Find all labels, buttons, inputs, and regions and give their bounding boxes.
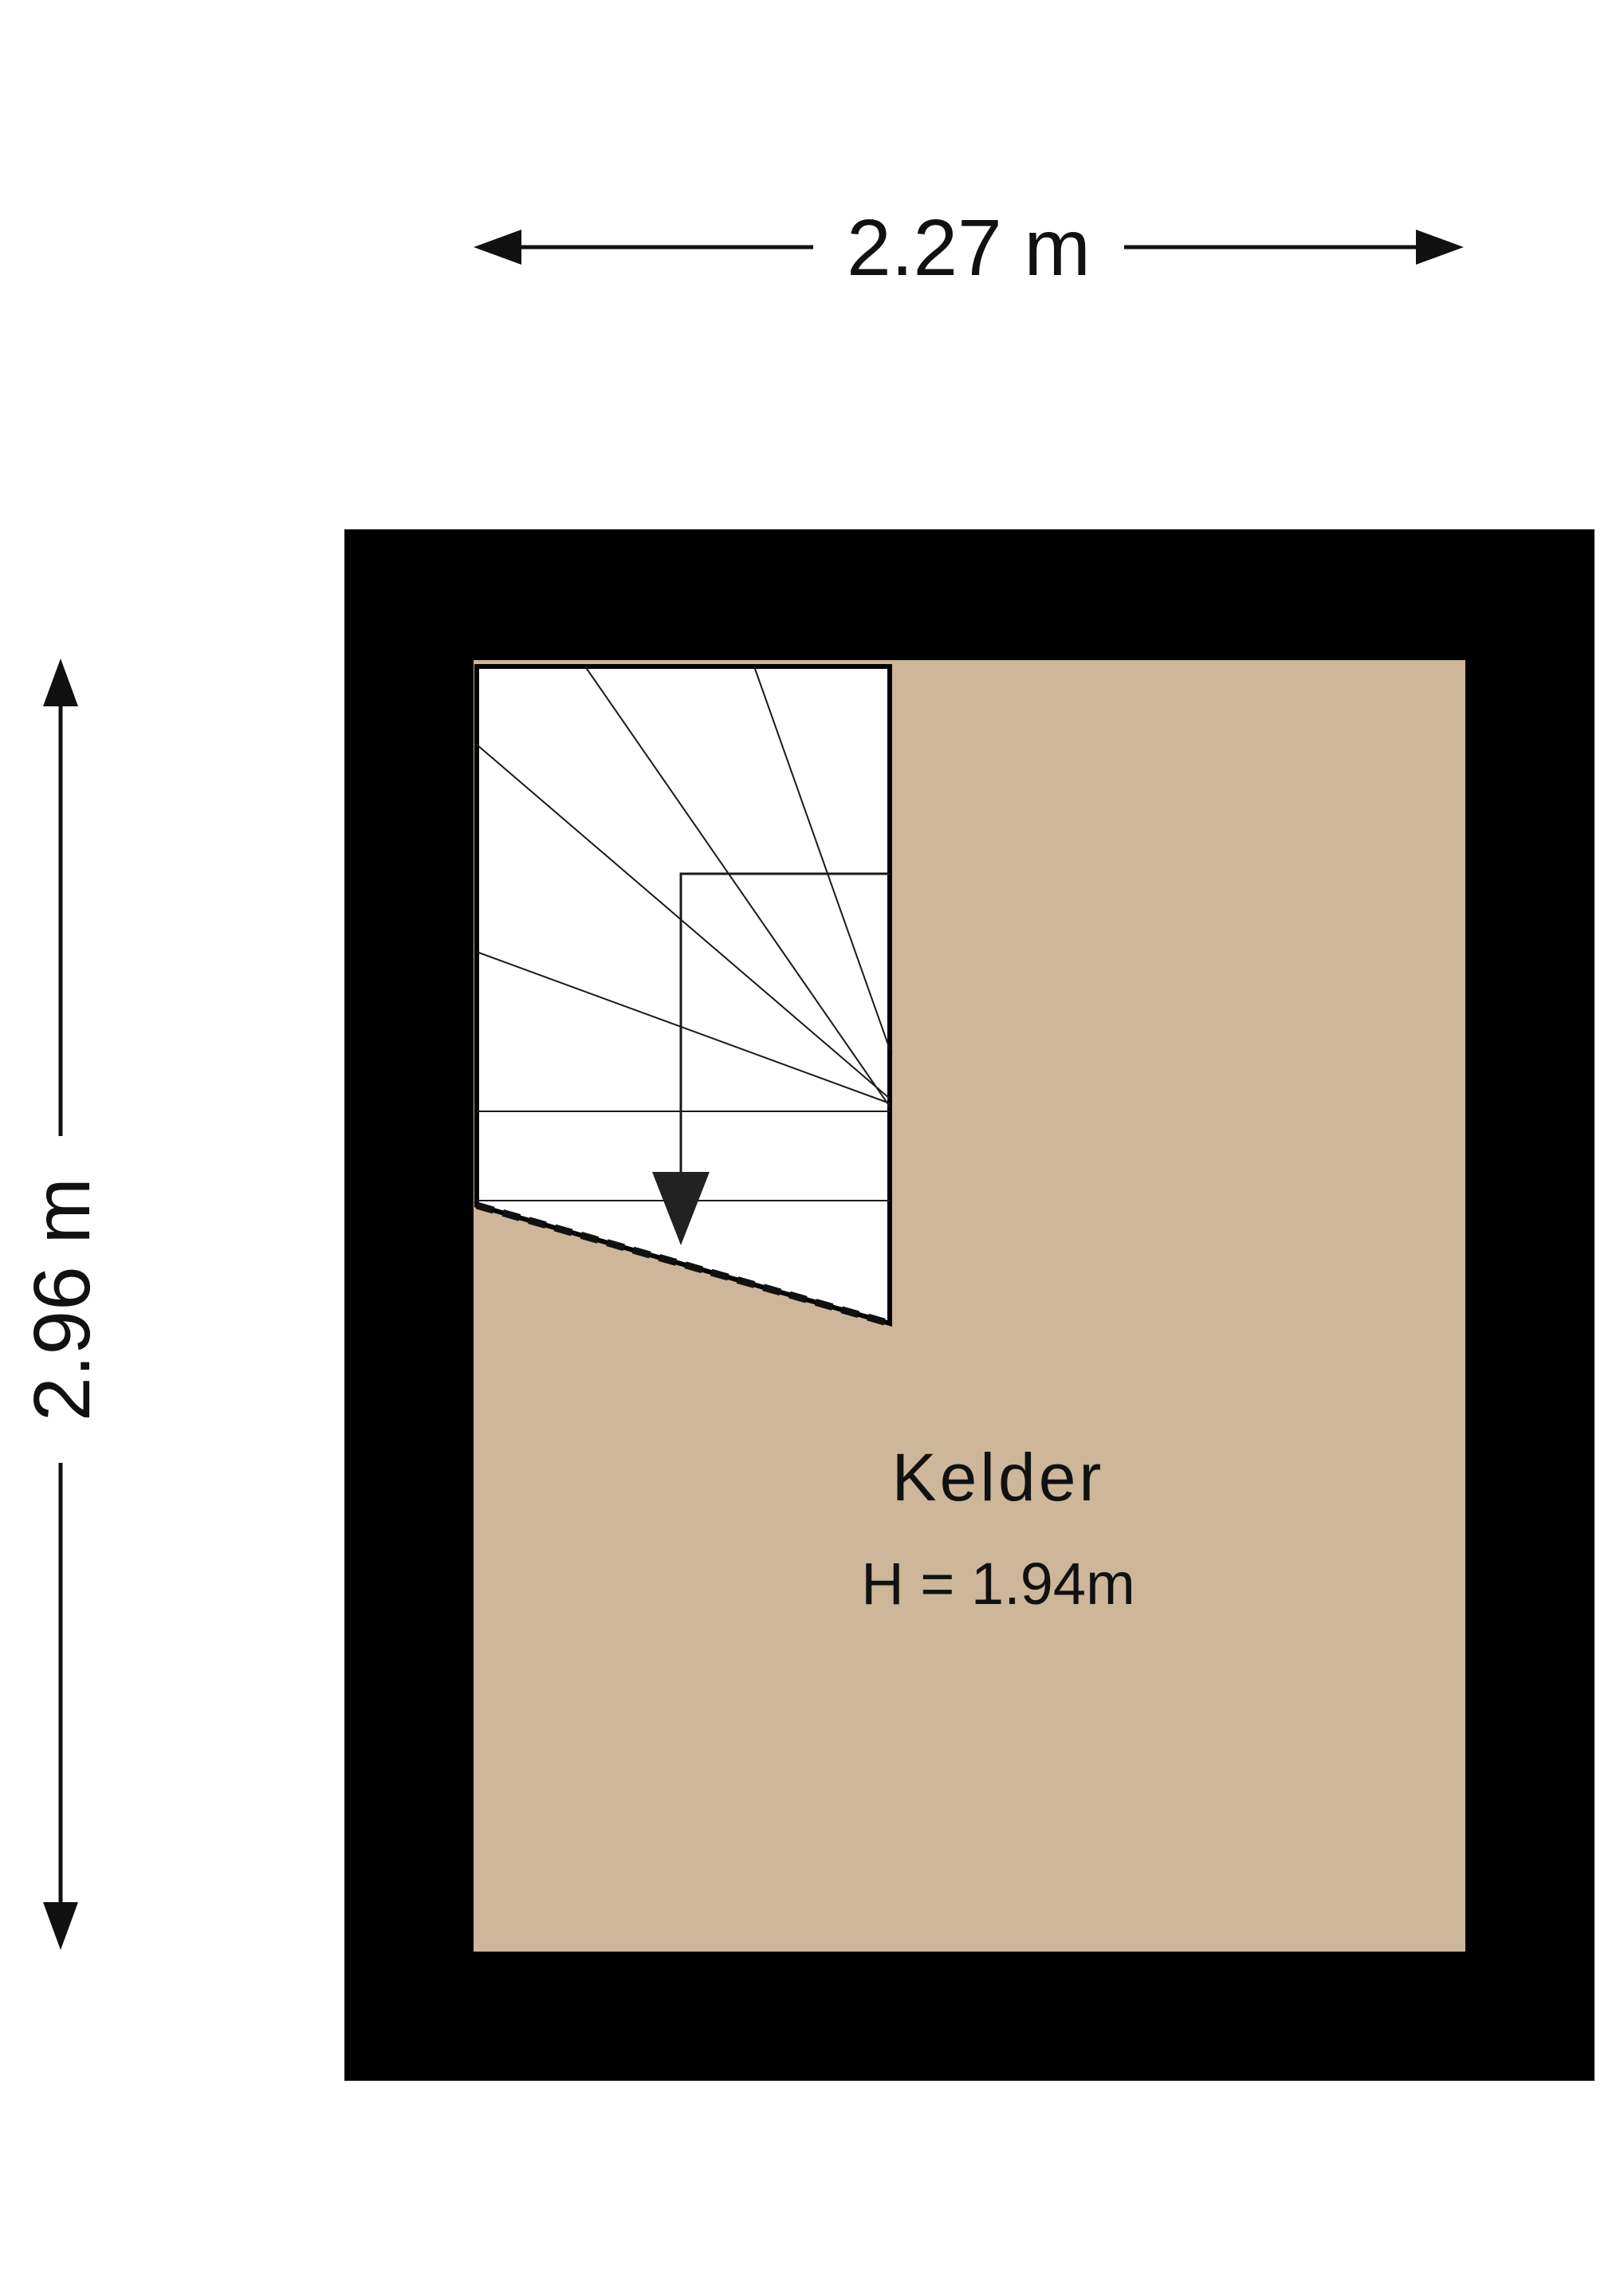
arrow-left-icon: [474, 230, 521, 265]
stair-direction-arrow-icon: [652, 1172, 710, 1245]
arrow-right-icon: [1416, 230, 1464, 265]
stair-tread: [476, 951, 891, 1104]
staircase: [474, 664, 892, 1327]
stair-walkline: [679, 872, 890, 1180]
room-name: Kelder: [892, 1440, 1105, 1515]
stair-dashed-edge: [475, 1201, 891, 1327]
stair-area: [474, 664, 892, 1327]
room-height: H = 1.94m: [861, 1551, 1134, 1617]
stair-tread: [476, 744, 891, 1099]
width-dimension-label: 2.27 m: [847, 203, 1091, 293]
width-dimension: 2.27 m: [474, 203, 1464, 293]
arrow-up-icon: [43, 659, 78, 706]
stair-tread: [584, 666, 891, 1107]
height-dimension-label: 2.96 m: [18, 1177, 107, 1421]
height-dimension: 2.96 m: [18, 659, 107, 1950]
stair-tread: [753, 666, 891, 1050]
arrow-down-icon: [43, 1902, 78, 1950]
